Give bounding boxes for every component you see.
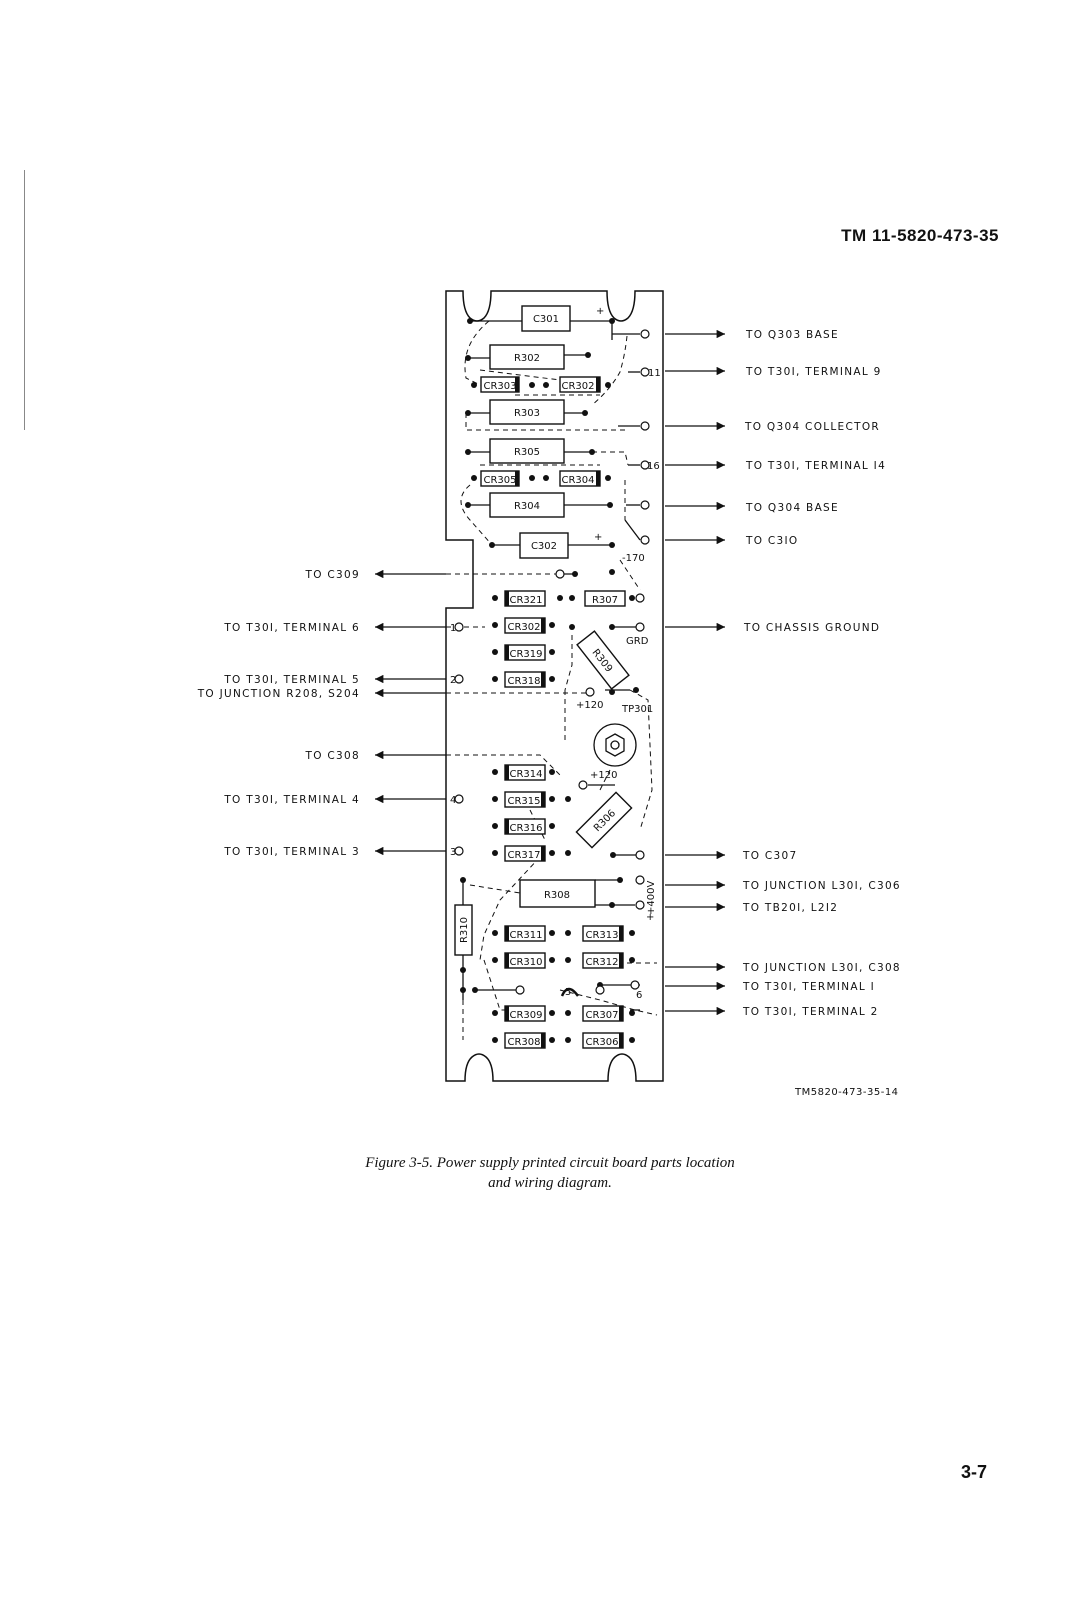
svg-text:+120: +120 [576,700,603,711]
svg-text:CR302: CR302 [561,381,594,392]
svg-text:CR316: CR316 [509,823,542,834]
diode-bands [505,377,623,1048]
document-id: TM 11-5820-473-35 [841,226,999,245]
svg-text:TO C309: TO C309 [305,569,361,581]
svg-text:CR305: CR305 [483,475,516,486]
svg-text:TO C308: TO C308 [305,750,361,762]
r307-box [584,590,626,607]
svg-text:R302: R302 [514,353,540,364]
svg-text:+: + [646,912,654,923]
svg-text:+120: +120 [590,770,617,781]
svg-text:TO Q303 BASE: TO Q303 BASE [745,329,839,341]
svg-text:CR317: CR317 [507,850,540,861]
r304-box [489,492,565,518]
svg-text:R307: R307 [592,595,618,606]
tp301-test-point [593,723,637,767]
svg-text:CR315: CR315 [507,796,540,807]
component-boxes [454,305,633,1049]
svg-text:CR307: CR307 [585,1010,618,1021]
r305-box [489,438,565,464]
svg-text:TO JUNCTION R208, S204: TO JUNCTION R208, S204 [197,688,360,700]
svg-text:CR303: CR303 [483,381,516,392]
svg-text:11: 11 [648,368,661,379]
svg-text:TO CHASSIS GROUND: TO CHASSIS GROUND [743,622,880,634]
svg-text:6: 6 [636,990,642,1001]
svg-text:R305: R305 [514,447,540,458]
svg-text:TO T30I, TERMINAL I: TO T30I, TERMINAL I [742,981,875,993]
svg-text:CR302: CR302 [507,622,540,633]
svg-text:TO T30I, TERMINAL 2: TO T30I, TERMINAL 2 [742,1006,879,1018]
svg-text:3: 3 [450,847,456,858]
svg-text:TO JUNCTION L30I, C306: TO JUNCTION L30I, C306 [742,880,901,892]
svg-text:TO Q304 BASE: TO Q304 BASE [745,502,839,514]
svg-text:TO T30I, TERMINAL 5: TO T30I, TERMINAL 5 [223,674,360,686]
svg-text:CR321: CR321 [509,595,542,606]
svg-text:TO T30I, TERMINAL 3: TO T30I, TERMINAL 3 [223,846,360,858]
svg-text:16: 16 [647,461,660,472]
svg-text:TO T30I, TERMINAL 6: TO T30I, TERMINAL 6 [223,622,360,634]
svg-text:C302: C302 [531,541,557,552]
svg-text:+: + [594,532,602,543]
c302-box [519,532,569,559]
solid-traces [462,320,641,1011]
svg-text:TO JUNCTION L30I, C308: TO JUNCTION L30I, C308 [742,962,901,974]
r310-box [454,904,473,956]
right-destination-labels: TO Q303 BASE TO T30I, TERMINAL 9 TO Q304… [742,329,901,1018]
board-outline [445,290,664,1082]
svg-text:+400V: +400V [646,881,657,915]
svg-text:TO T30I, TERMINAL I4: TO T30I, TERMINAL I4 [745,460,886,472]
svg-text:C301: C301 [533,314,559,325]
svg-text:1: 1 [450,623,456,634]
svg-text:CR310: CR310 [509,957,542,968]
svg-text:R308: R308 [544,890,570,901]
caption-line-2: and wiring diagram. [488,1175,612,1191]
svg-text:CR304: CR304 [561,475,594,486]
svg-text:CR309: CR309 [509,1010,542,1021]
left-destination-labels: TO C309 TO T30I, TERMINAL 6 TO T30I, TER… [197,569,361,858]
svg-text:CR319: CR319 [509,649,542,660]
left-arrows [375,569,446,856]
r309-box [576,630,630,690]
loop-5-6 [560,987,580,997]
board-annotations: + + + 11 16 -170 GRD 1 2 4 3 5 6 +120 TP… [450,306,661,1001]
svg-text:TO TB20I, L2I2: TO TB20I, L2I2 [742,902,838,914]
svg-text:R304: R304 [514,501,540,512]
svg-text:TP301: TP301 [621,704,653,715]
c301-box [521,305,571,332]
page-binding-line [24,170,25,430]
figure-id: TM5820-473-35-14 [795,1087,899,1098]
svg-text:2: 2 [450,675,456,686]
caption-line-1: Figure 3-5. Power supply printed circuit… [365,1155,735,1171]
svg-text:-170: -170 [622,553,645,564]
dashed-traces [446,320,658,1040]
svg-text:CR312: CR312 [585,957,618,968]
svg-text:4: 4 [450,795,456,806]
r308-box [519,879,596,908]
figure-caption: Figure 3-5. Power supply printed circuit… [200,1153,900,1193]
svg-text:CR318: CR318 [507,676,540,687]
solder-dots [460,318,639,1043]
terminal-circles [454,329,650,995]
svg-text:TO T30I, TERMINAL 9: TO T30I, TERMINAL 9 [745,366,882,378]
r306-box [575,791,633,849]
r303-box [489,399,565,425]
svg-text:TO C3IO: TO C3IO [745,535,799,547]
svg-text:5: 5 [565,987,571,998]
svg-text:CR306: CR306 [585,1037,618,1048]
svg-text:CR308: CR308 [507,1037,540,1048]
svg-text:TO Q304 COLLECTOR: TO Q304 COLLECTOR [744,421,880,433]
page-number: 3-7 [960,1462,987,1482]
r302-box [489,344,565,370]
svg-text:TO C307: TO C307 [742,850,798,862]
right-arrows [665,329,725,1016]
svg-text:CR311: CR311 [509,930,542,941]
svg-text:CR313: CR313 [585,930,618,941]
svg-text:GRD: GRD [626,636,649,647]
svg-text:CR314: CR314 [509,769,542,780]
svg-text:TO T30I, TERMINAL 4: TO T30I, TERMINAL 4 [223,794,360,806]
svg-text:+: + [596,306,604,317]
svg-text:R303: R303 [514,408,540,419]
svg-text:R310: R310 [459,917,470,943]
